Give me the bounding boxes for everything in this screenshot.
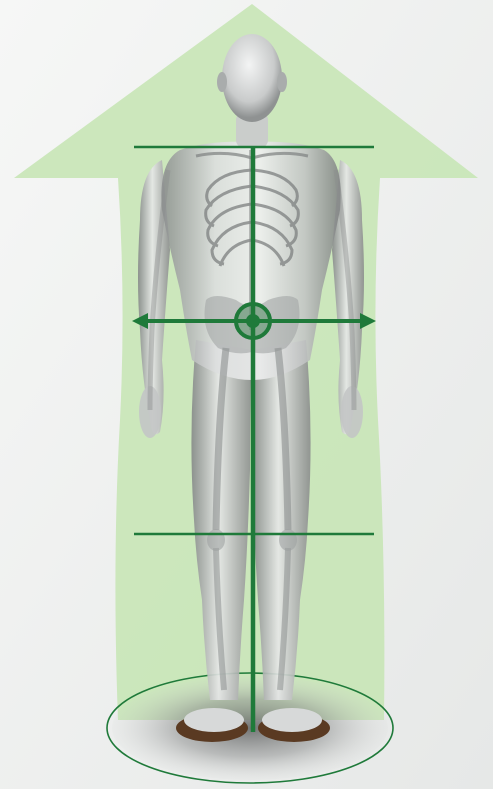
right-ear <box>277 72 287 92</box>
center-of-gravity-icon <box>236 304 270 338</box>
left-foot <box>184 708 244 732</box>
right-kneecap <box>279 529 297 551</box>
left-ear <box>217 72 227 92</box>
head <box>222 34 282 122</box>
right-foot <box>262 708 322 732</box>
floor-shadow <box>112 676 388 780</box>
left-kneecap <box>207 529 225 551</box>
